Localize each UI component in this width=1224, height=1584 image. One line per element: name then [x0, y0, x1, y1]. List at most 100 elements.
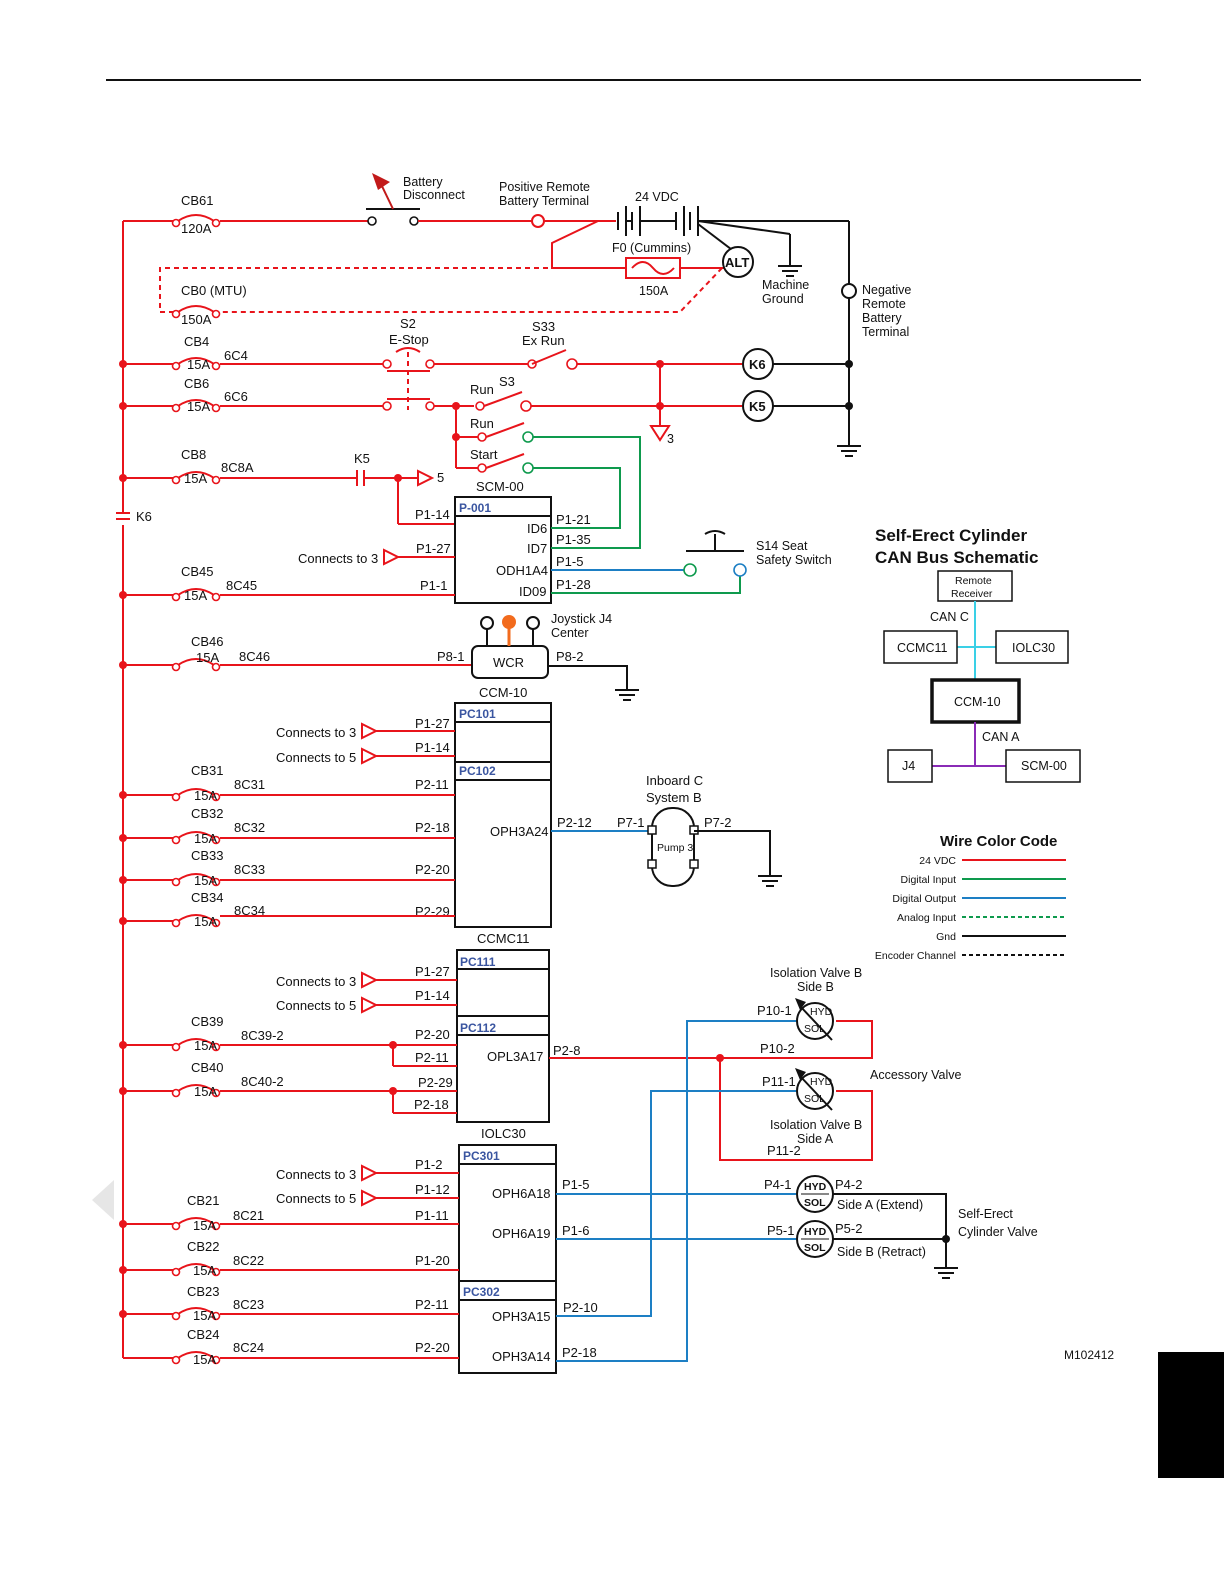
pump-title-2: System B: [646, 790, 702, 805]
scm-pin-p1-5: P1-5: [556, 554, 583, 569]
legend-label: Encoder Channel: [875, 950, 956, 962]
cb40-wire: 8C40-2: [241, 1074, 284, 1089]
cb23-amp: 15A: [193, 1308, 216, 1323]
sol-label: SOL: [804, 1023, 825, 1035]
pin-p11-2: P11-2: [767, 1143, 801, 1158]
ccm10-title: CCM-10: [479, 685, 527, 700]
ccmc11-plug2: PC112: [460, 1021, 496, 1035]
scm-pin-p1-27: P1-27: [416, 541, 451, 556]
cb23-label: CB23: [187, 1284, 220, 1299]
can-iolc30-node: IOLC30: [1012, 641, 1055, 655]
pin-p4-2: P4-2: [835, 1177, 862, 1192]
cb61-amp: 120A: [181, 221, 212, 236]
cb24-wire: 8C24: [233, 1340, 264, 1355]
k6-relay: K6: [749, 357, 766, 372]
iolc30-module: [458, 1144, 557, 1374]
cb32-label: CB32: [191, 806, 224, 821]
cb32-wire: 8C32: [234, 820, 265, 835]
sol-hyd-label: HYD: [810, 1006, 833, 1018]
ccm10-pin-p2-12: P2-12: [557, 815, 592, 830]
cb31-wire: 8C31: [234, 777, 265, 792]
cb34-amp: 15A: [194, 914, 217, 929]
cb39-amp: 15A: [194, 1038, 217, 1053]
can-j4-node: J4: [902, 759, 915, 773]
remote-receiver-label-2: Receiver: [951, 588, 993, 600]
cb21-label: CB21: [187, 1193, 220, 1208]
pump-title: Inboard C: [646, 773, 703, 788]
fuse-label: F0 (Cummins): [612, 241, 691, 255]
iolc30-ch-oph3a15: OPH3A15: [492, 1309, 551, 1324]
cb34-wire: 8C34: [234, 903, 265, 918]
cb45-amp: 15A: [184, 588, 207, 603]
side-b-retract-label: Side B (Retract): [837, 1245, 926, 1259]
iolc30-pin-p1-2: P1-2: [415, 1157, 442, 1172]
joystick-label-2: Center: [551, 626, 589, 640]
scm-title: SCM-00: [476, 479, 524, 494]
pump-3: [651, 807, 695, 887]
pump-label: Pump 3: [657, 842, 693, 854]
ccmc11-title: CCMC11: [477, 931, 530, 946]
legend-label: 24 VDC: [919, 855, 956, 867]
run-label-1: Run: [470, 382, 494, 397]
cb31-label: CB31: [191, 763, 224, 778]
ccmc11-plug1: PC111: [460, 955, 496, 969]
scm-pin-p1-21: P1-21: [556, 512, 591, 527]
cb0-amp: 150A: [181, 312, 212, 327]
wcr-section: CB46 15A 8C46 WCR P8-1 P8-2 Joystick J4 …: [119, 612, 640, 701]
cb33-wire: 8C33: [234, 862, 265, 877]
can-ccmc11-node: CCMC11: [897, 641, 948, 655]
pin-p10-2: P10-2: [760, 1041, 795, 1056]
alternator-label: ALT: [725, 255, 749, 270]
can-title: Self-Erect Cylinder: [875, 526, 1027, 545]
cb8-wire: 8C8A: [221, 460, 254, 475]
scm-ch-id09: ID09: [519, 584, 546, 599]
iolc30-connects-5: Connects to 5: [276, 1191, 356, 1206]
sol-label-2: SOL: [804, 1093, 825, 1105]
ccmc11-connects-5: Connects to 5: [276, 998, 356, 1013]
estop-section: CB4 15A 6C4 CB6 15A 6C6 S2 E-Stop S33 Ex…: [119, 316, 853, 524]
cb40-amp: 15A: [194, 1084, 217, 1099]
iolc30-ch-oph6a18: OPH6A18: [492, 1186, 551, 1201]
side-a-extend-label: Side A (Extend): [837, 1198, 923, 1212]
iolc30-ch-oph3a14: OPH3A14: [492, 1349, 551, 1364]
s14-label-2: Safety Switch: [756, 553, 832, 567]
previous-page-arrow[interactable]: [92, 1180, 114, 1220]
cb22-amp: 15A: [193, 1263, 216, 1278]
scm-pin-p1-14: P1-14: [415, 507, 450, 522]
ex-run-label: Ex Run: [522, 333, 565, 348]
pin-p5-2: P5-2: [835, 1221, 862, 1236]
pump-pin-in: P7-1: [617, 815, 644, 830]
ccmc11-pin-p2-18: P2-18: [414, 1097, 449, 1112]
remote-receiver-label: Remote: [955, 575, 992, 587]
cb39-label: CB39: [191, 1014, 224, 1029]
cb8-amp: 15A: [184, 471, 207, 486]
iolc30-ch-oph6a19: OPH6A19: [492, 1226, 551, 1241]
cb24-amp: 15A: [193, 1352, 216, 1367]
cb0-label: CB0 (MTU): [181, 283, 247, 298]
ccm10-pin-p2-11: P2-11: [415, 777, 449, 792]
pin-p4-1: P4-1: [764, 1177, 791, 1192]
ccmc11-pin-p2-29: P2-29: [418, 1075, 453, 1090]
iso-a-side-a: Side A: [797, 1132, 834, 1146]
cb21-amp: 15A: [193, 1218, 216, 1233]
cb34-label: CB34: [191, 890, 224, 905]
ccm10-ch-oph3a24: OPH3A24: [490, 824, 549, 839]
s3-label: S3: [499, 374, 515, 389]
legend-label: Digital Output: [892, 893, 956, 905]
ref-5: 5: [437, 470, 444, 485]
battery-voltage: 24 VDC: [635, 190, 679, 204]
ccm-10-module: [454, 702, 552, 928]
iso-b-label: Isolation Valve B: [770, 966, 862, 980]
estop-label: E-Stop: [389, 332, 429, 347]
ccm10-connects-5: Connects to 5: [276, 750, 356, 765]
sol-label-3: SOL: [804, 1197, 826, 1209]
ccmc11-ch-opl3a17: OPL3A17: [487, 1049, 543, 1064]
iolc30-pin-p1-12: P1-12: [415, 1182, 450, 1197]
legend-title: Wire Color Code: [940, 833, 1057, 850]
cb33-label: CB33: [191, 848, 224, 863]
scm-pin-p1-35: P1-35: [556, 532, 591, 547]
k5-contact-label: K5: [354, 451, 370, 466]
ccm10-connects-3: Connects to 3: [276, 725, 356, 740]
can-title-2: CAN Bus Schematic: [875, 548, 1038, 567]
